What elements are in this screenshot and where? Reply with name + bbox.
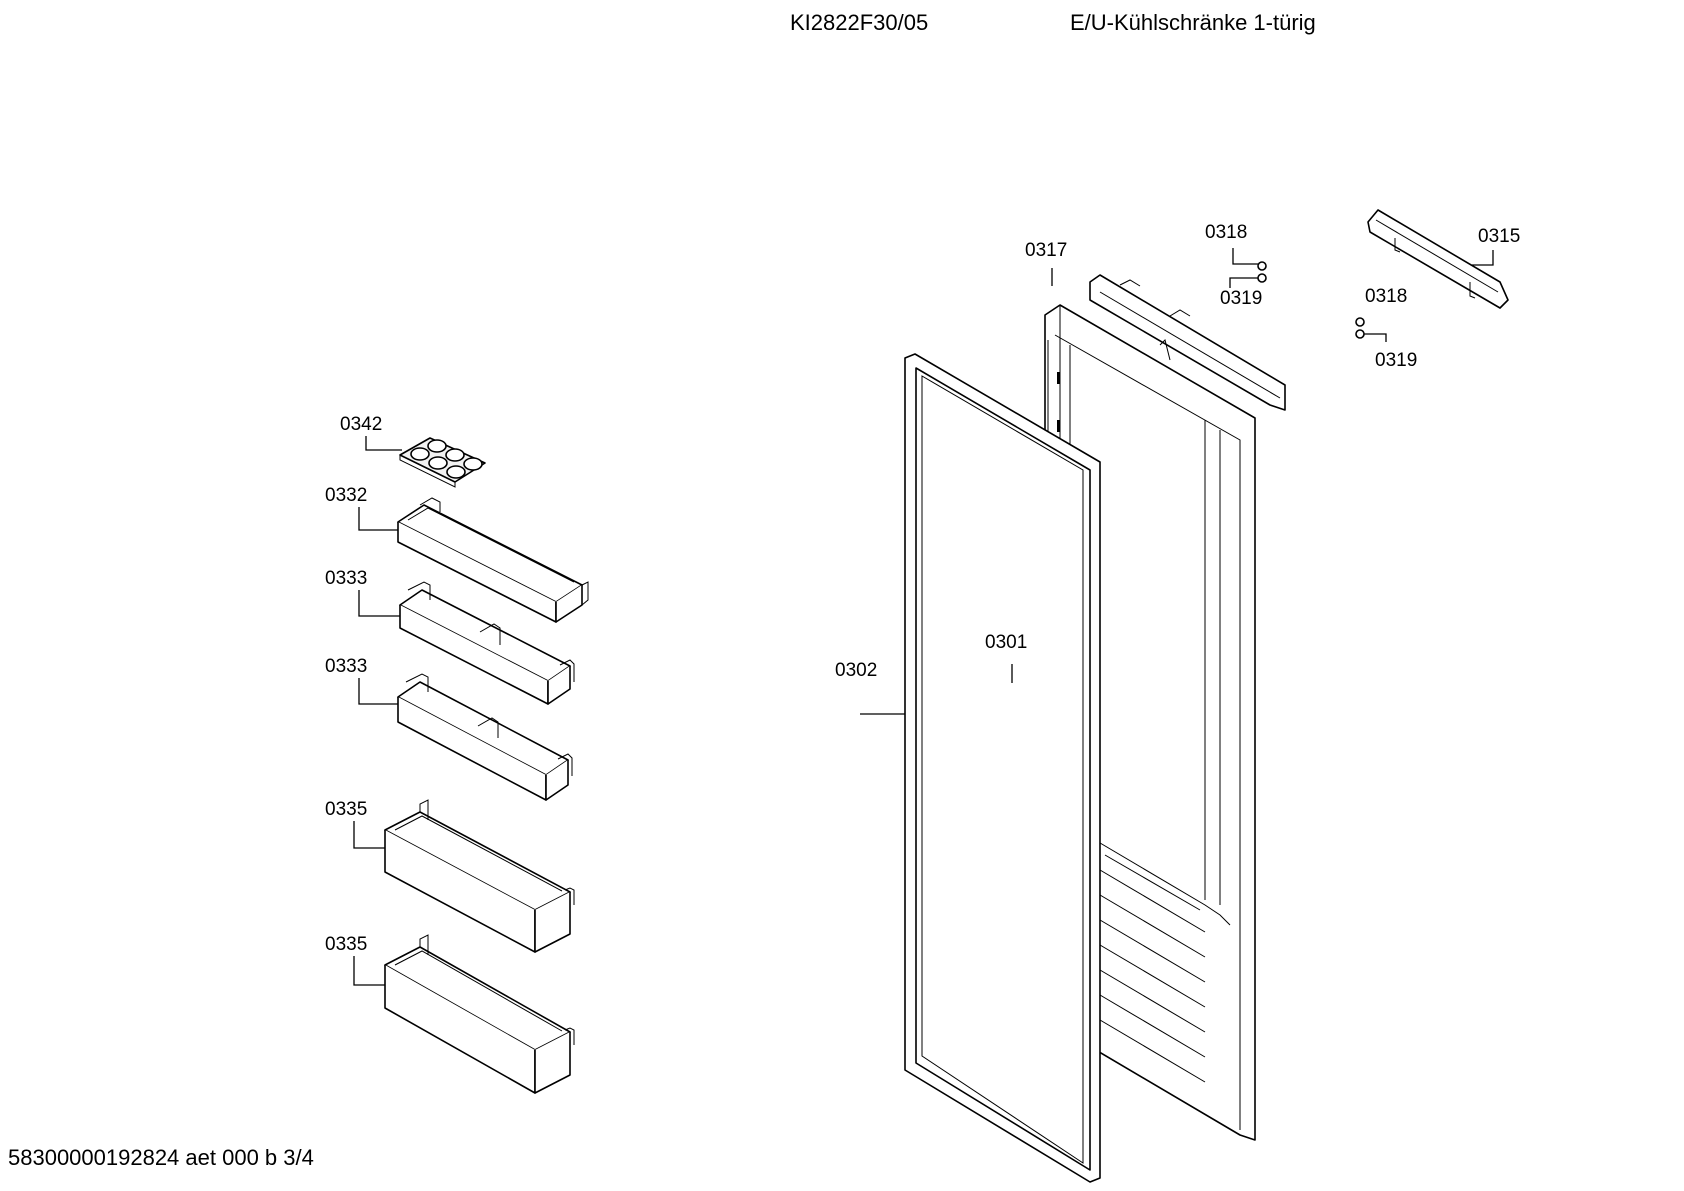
screw-0318-upper[interactable]	[1257, 261, 1267, 283]
door-bin-0335-upper[interactable]	[384, 799, 575, 953]
leader-0318-upper	[1232, 248, 1258, 265]
leader-0333-lower	[358, 678, 398, 705]
leader-0342	[365, 436, 402, 451]
leader-0319-upper	[1229, 277, 1258, 288]
part-label-0319-upper: 0319	[1220, 288, 1262, 309]
part-label-0317: 0317	[1025, 240, 1067, 261]
part-label-0301: 0301	[985, 632, 1027, 653]
screw-0318-lower[interactable]	[1355, 317, 1365, 339]
leader-0333-upper	[358, 590, 400, 617]
part-label-0335-lower: 0335	[325, 934, 367, 955]
part-label-0333-upper: 0333	[325, 568, 367, 589]
part-label-0318-lower: 0318	[1365, 286, 1407, 307]
part-label-0319-lower: 0319	[1375, 350, 1417, 371]
model-number: KI2822F30/05	[790, 10, 929, 35]
leader-0319-lower	[1364, 333, 1387, 342]
egg-tray-0342[interactable]	[399, 437, 486, 488]
door-bin-0335-lower[interactable]	[384, 934, 575, 1094]
top-cover-0315[interactable]	[1367, 209, 1509, 309]
leader-0335-upper	[353, 821, 385, 849]
part-label-0342: 0342	[340, 414, 382, 435]
door-shelf-0333-lower[interactable]	[397, 673, 573, 801]
part-label-0332: 0332	[325, 485, 367, 506]
door-shelf-0332[interactable]	[397, 497, 589, 623]
leader-0332	[358, 507, 398, 531]
hinge-bracket-0317[interactable]	[1089, 274, 1286, 411]
diagram-title: E/U-Kühlschränke 1-türig	[1070, 10, 1316, 35]
part-label-0302: 0302	[835, 660, 877, 681]
part-label-0315: 0315	[1478, 226, 1520, 247]
leader-0335-lower	[353, 956, 385, 986]
part-label-0333-lower: 0333	[325, 656, 367, 677]
document-code: 58300000192824 aet 000 b 3/4	[8, 1145, 314, 1170]
leader-0315	[1472, 250, 1494, 266]
door-gasket-0302[interactable]	[904, 353, 1101, 1183]
part-label-0335-upper: 0335	[325, 799, 367, 820]
part-label-0318-upper: 0318	[1205, 222, 1247, 243]
